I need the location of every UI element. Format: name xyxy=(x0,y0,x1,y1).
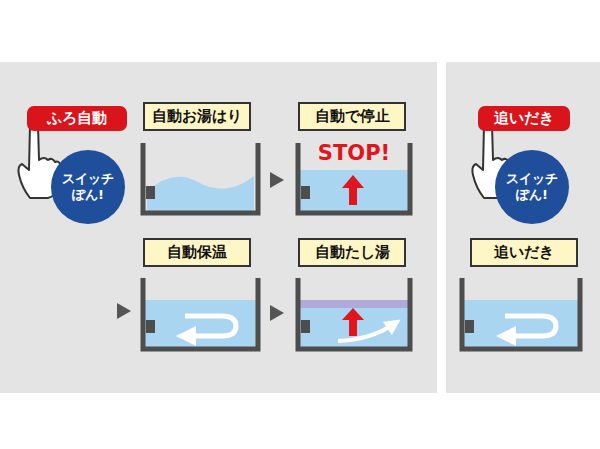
flow-arrow xyxy=(338,324,394,341)
node-text: 追いだき xyxy=(494,243,554,262)
node-text: スイッチ ぽん! xyxy=(59,171,117,204)
bathtub xyxy=(462,278,580,349)
port xyxy=(465,320,474,333)
bathtub xyxy=(298,278,410,349)
switch-badge: スイッチ ぽん! xyxy=(495,150,569,224)
node-text: 自動で停止 xyxy=(315,107,390,126)
panel xyxy=(0,62,437,393)
step-label: 追いだき xyxy=(470,238,578,267)
panel xyxy=(446,62,600,393)
bathtub xyxy=(143,278,258,349)
mode-button: ふろ自動 xyxy=(27,106,127,131)
node-text: 自動お湯はり xyxy=(152,107,242,126)
port xyxy=(301,320,310,333)
water xyxy=(147,176,254,211)
water xyxy=(464,300,578,347)
node-text: スイッチ ぽん! xyxy=(503,171,561,204)
port xyxy=(146,186,155,199)
up-arrow xyxy=(342,308,364,336)
circulation-arrow xyxy=(505,316,556,336)
step-label: 自動で停止 xyxy=(298,102,406,131)
added-water xyxy=(300,300,408,308)
water xyxy=(145,300,256,347)
node-text: 自動保温 xyxy=(167,243,227,262)
step-label: 自動お湯はり xyxy=(143,102,251,131)
switch-badge: スイッチ ぽん! xyxy=(51,150,125,224)
node-text: ふろ自動 xyxy=(47,109,107,128)
step-label: 自動たし湯 xyxy=(298,238,406,267)
node-text: 自動たし湯 xyxy=(315,243,390,262)
node-text: 追いだき xyxy=(494,109,554,128)
water xyxy=(300,170,408,211)
stop-text: STOP! xyxy=(298,141,410,165)
port xyxy=(301,186,310,199)
bathtub xyxy=(143,143,258,213)
port xyxy=(146,320,155,333)
step-arrow xyxy=(270,305,284,321)
step-arrow xyxy=(117,303,131,319)
step-arrow xyxy=(270,172,284,188)
up-arrow xyxy=(342,175,364,205)
circulation-arrow xyxy=(185,316,236,336)
water xyxy=(300,308,408,347)
step-label: 自動保温 xyxy=(143,238,251,267)
mode-button: 追いだき xyxy=(478,106,570,131)
